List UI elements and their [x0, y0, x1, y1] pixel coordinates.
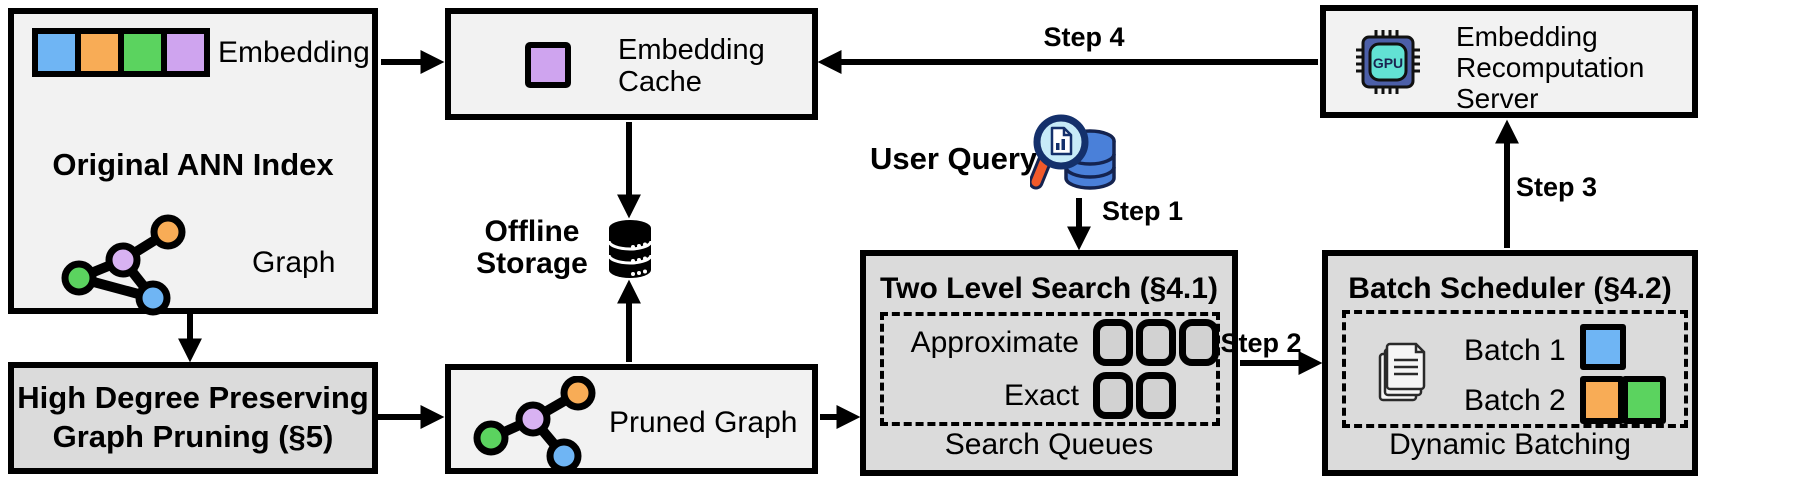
two-level-search-title: Two Level Search (§4.1) [880, 272, 1218, 305]
step4-label: Step 4 [1043, 22, 1125, 52]
gpu-icon: GPU [1356, 30, 1420, 94]
embedding-label: Embedding [218, 36, 370, 69]
ann-index-title: Original ANN Index [52, 147, 334, 182]
recomputation-server-label: Embedding Recomputation Server [1456, 21, 1645, 114]
user-query-label: User Query [870, 141, 1038, 176]
documents-icon [1378, 342, 1426, 402]
graph-icon [61, 214, 186, 316]
embedding-vector-icon [32, 28, 210, 77]
offline-storage-database-icon [607, 220, 653, 278]
dynamic-batching-panel: Batch 1 Batch 2 [1342, 310, 1688, 428]
two-level-search-box: Two Level Search (§4.1) Approximate Exac… [860, 250, 1238, 476]
batch2-item-orange [1580, 376, 1624, 424]
graph-pruning-title: High Degree Preserving Graph Pruning (§5… [17, 380, 369, 454]
pruned-graph-box: Pruned Graph [445, 364, 818, 474]
graph-label: Graph [252, 246, 336, 279]
embedding-cell-blue [38, 34, 75, 71]
step1-label: Step 1 [1102, 196, 1184, 226]
exact-label: Exact [1003, 378, 1079, 412]
embedding-cell-green [124, 34, 161, 71]
batch1-label: Batch 1 [1464, 334, 1566, 367]
graph-pruning-box: High Degree Preserving Graph Pruning (§5… [8, 362, 378, 474]
embedding-cell-orange [81, 34, 118, 71]
user-query-icon [1030, 114, 1116, 190]
queue-slot [1136, 319, 1176, 366]
recomputation-server-box: GPU Embedding Recomputation Server [1320, 5, 1698, 118]
batch-scheduler-title: Batch Scheduler (§4.2) [1348, 272, 1672, 305]
approximate-label: Approximate [910, 325, 1079, 359]
exact-queue-slots [1093, 372, 1176, 419]
batch1-item-blue [1580, 324, 1626, 370]
search-queues-panel: Approximate Exact [880, 312, 1220, 426]
pruned-graph-label: Pruned Graph [609, 406, 798, 439]
batch2-item-green [1622, 376, 1666, 424]
original-ann-index-box: Embedding Original ANN Index Graph [8, 8, 378, 316]
batch-scheduler-box: Batch Scheduler (§4.2) Batch 1 Batch 2 [1322, 250, 1698, 476]
approximate-queue-slots [1093, 319, 1219, 366]
embedding-cell-purple [167, 34, 204, 71]
queue-slot [1093, 319, 1133, 366]
gpu-icon-text: GPU [1373, 55, 1403, 71]
approximate-queue-row: Approximate [884, 316, 1219, 369]
step3-label: Step 3 [1516, 172, 1598, 202]
search-queues-label: Search Queues [944, 428, 1154, 461]
step2-label: Step 2 [1220, 328, 1302, 358]
queue-slot [1136, 372, 1176, 419]
queue-slot [1179, 319, 1219, 366]
dynamic-batching-label: Dynamic Batching [1389, 428, 1631, 461]
embedding-cache-box: Embedding Cache [445, 8, 818, 120]
batch2-label: Batch 2 [1464, 384, 1566, 417]
cached-embedding-icon [525, 42, 571, 88]
queue-slot [1093, 372, 1133, 419]
exact-queue-row: Exact [884, 369, 1216, 422]
batch2-items [1580, 376, 1666, 424]
embedding-cache-label: Embedding Cache [618, 34, 765, 99]
offline-storage-label: Offline Storage [476, 215, 588, 281]
pruned-graph-icon [473, 376, 596, 472]
